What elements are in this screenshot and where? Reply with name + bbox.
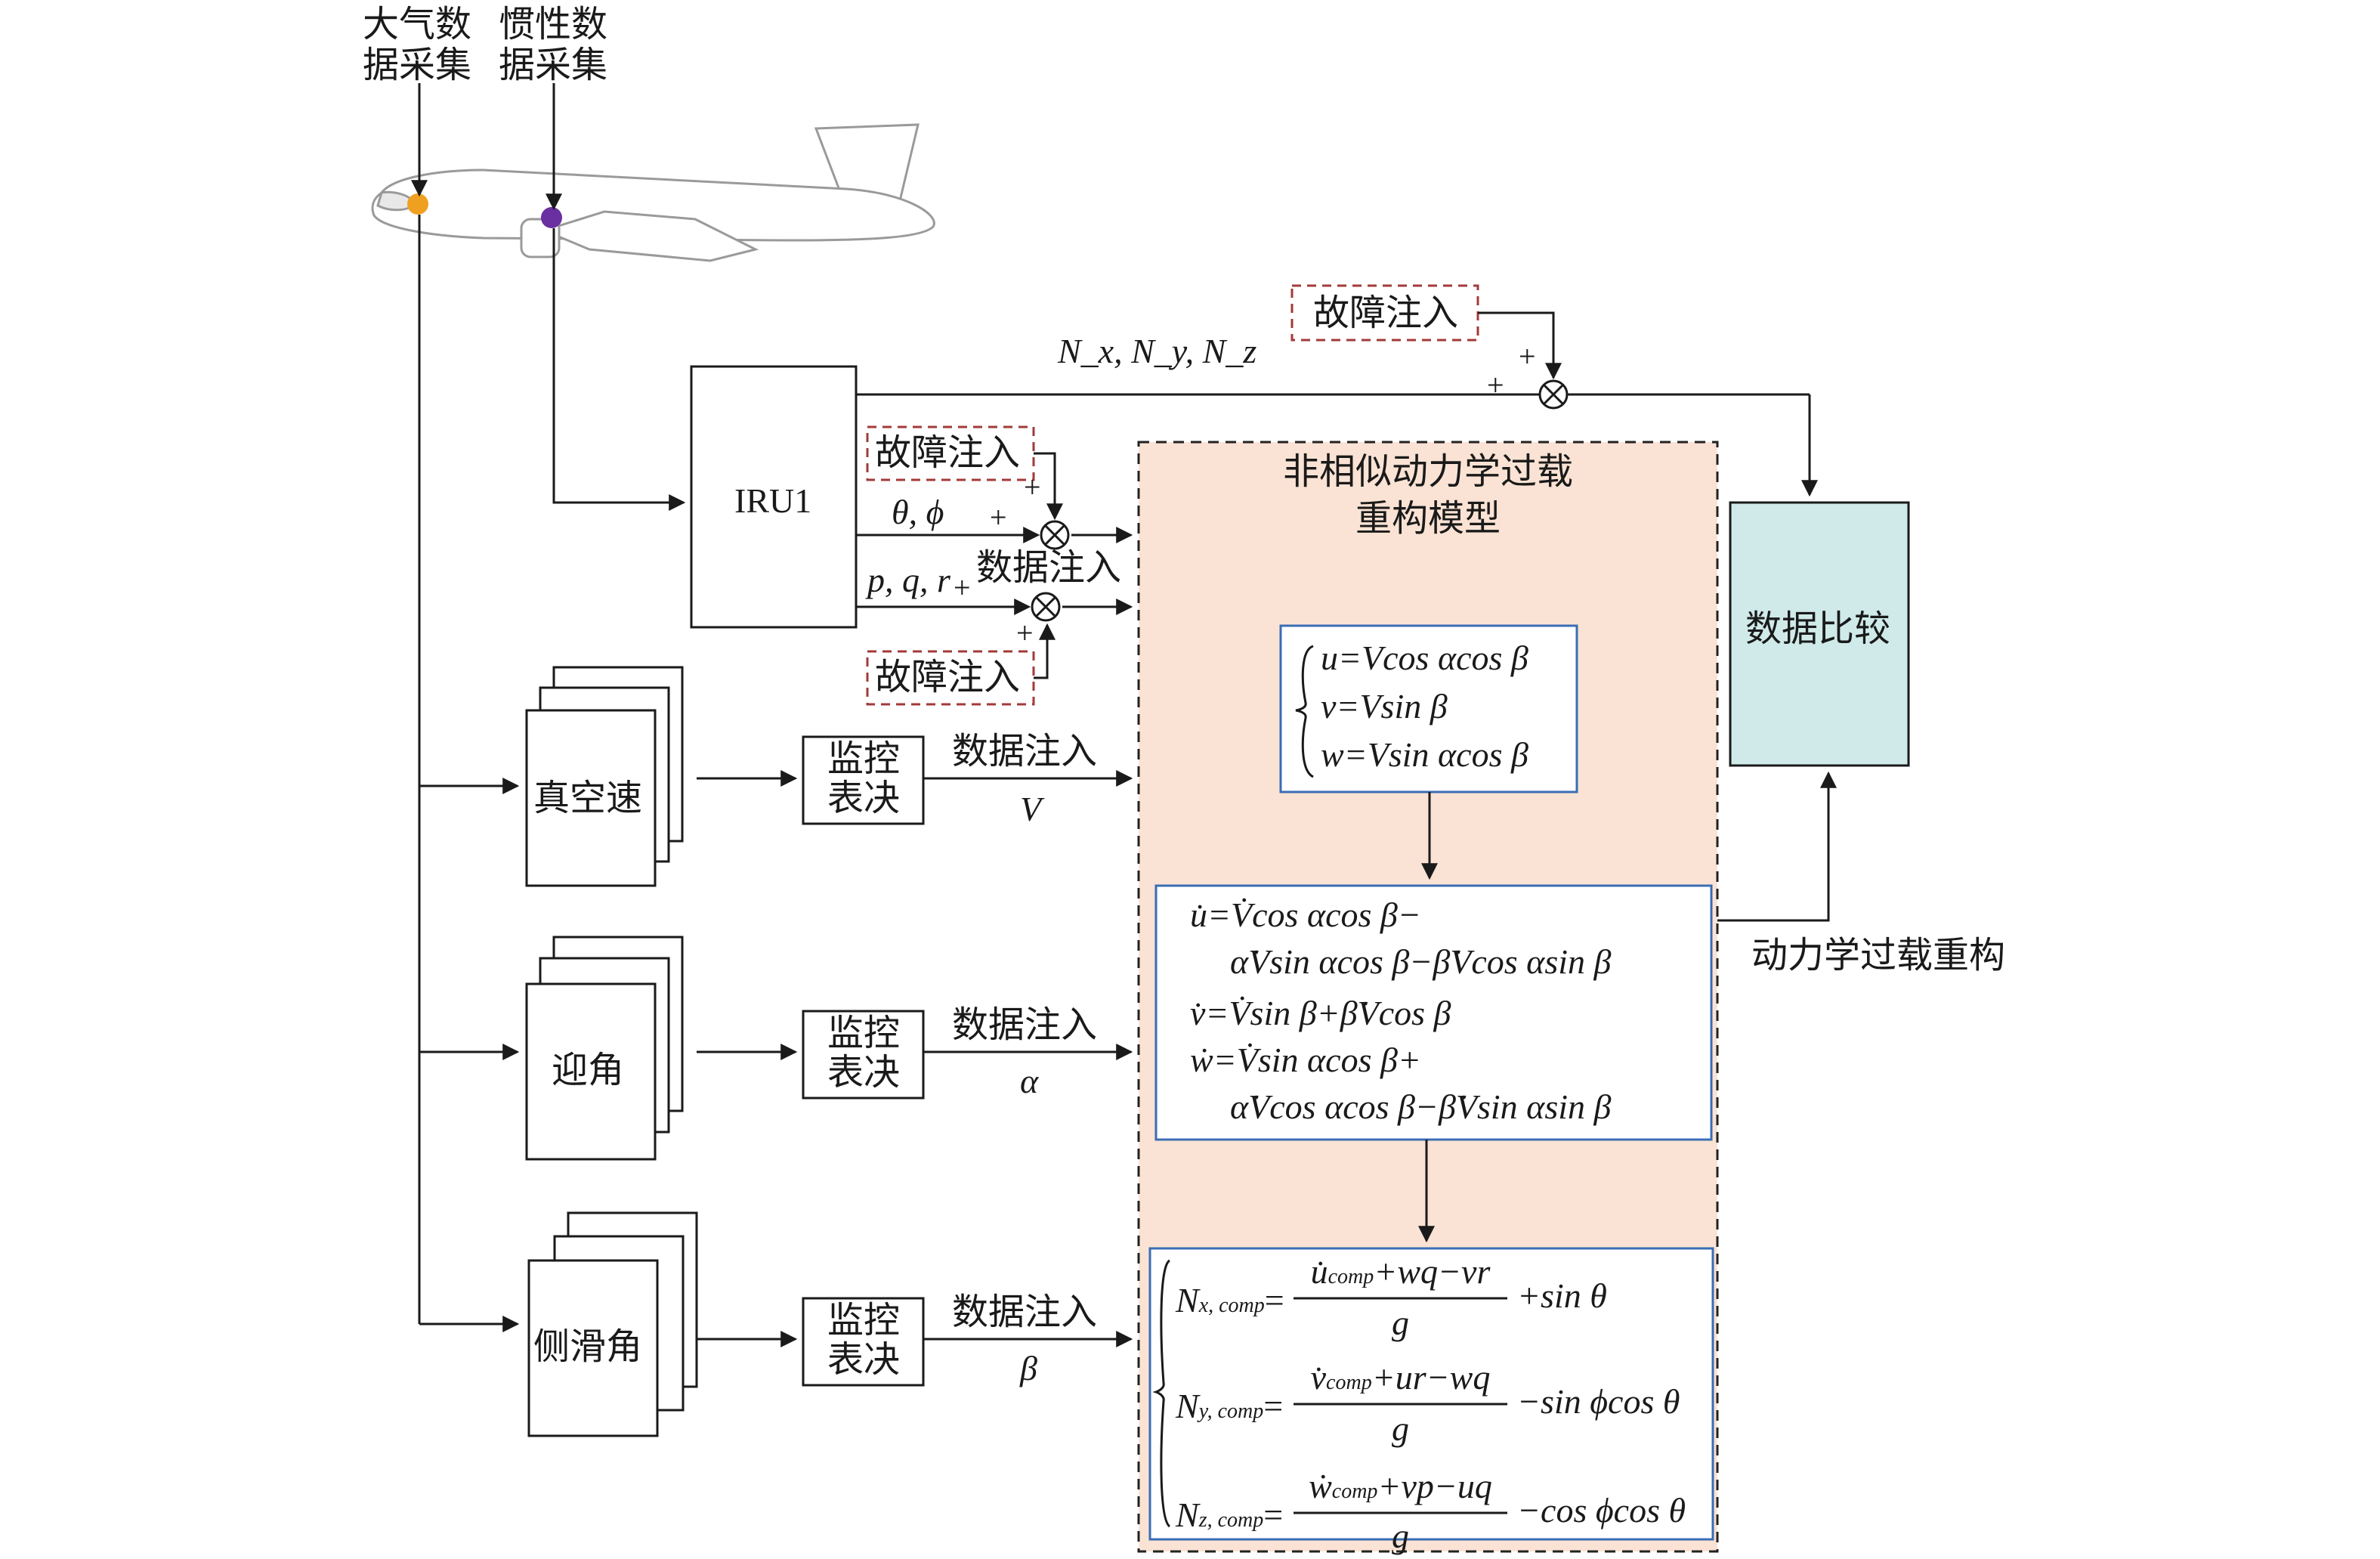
inertial-to-iru-arrow — [552, 228, 686, 511]
eq3-x-lhs-n: N — [1176, 1281, 1199, 1319]
eq1-line-2: v=Vsin β — [1321, 687, 1448, 725]
eq3-x-num-var: u̇ — [1310, 1252, 1328, 1291]
eq1-brace — [1295, 645, 1314, 778]
monitor-label-aoa: 监控 表决 — [827, 1012, 901, 1093]
air-data-trunk — [418, 215, 520, 1332]
plus-sign-attitude-left: + — [990, 500, 1007, 534]
eq3-y-den: g — [1392, 1409, 1409, 1448]
sensor-stack-sideslip — [527, 1211, 698, 1437]
iru-label: IRU1 — [734, 481, 812, 520]
fault-label-attitude: 故障注入 — [875, 432, 1021, 474]
sensor-stack-tas — [525, 666, 684, 887]
plus-sign-rates-left: + — [954, 571, 971, 605]
eq-box-2 — [1154, 884, 1713, 1141]
eq3-x-rhs: +sin θ — [1517, 1276, 1607, 1315]
signal-label-aoa: α — [1020, 1062, 1039, 1100]
eq-box-1 — [1279, 624, 1578, 793]
data-inject-label-rates: 数据注入 — [976, 546, 1122, 589]
eq3-x-lhs-sub: x, comp — [1198, 1294, 1265, 1317]
eq3-x-num-sub: comp — [1328, 1265, 1374, 1288]
eq3-y-rhs: −sin ϕcos θ — [1517, 1382, 1680, 1421]
eq3-x-eq: = — [1264, 1281, 1284, 1319]
load-signals-label: N_x, N_y, N_z — [1058, 334, 1256, 369]
plus-sign-top-up: + — [1519, 339, 1536, 373]
sensor-label-sideslip: 侧滑角 — [533, 1325, 643, 1368]
eq3-x-lhs: Nx, comp= — [1176, 1283, 1284, 1318]
eq3-z-num: ẇcomp+vp−uq — [1294, 1469, 1507, 1504]
monitor-label-sideslip: 监控 表决 — [827, 1299, 901, 1381]
eq1-line-1: u=Vcos αcos β — [1321, 639, 1528, 677]
sensor-flows — [697, 770, 1133, 1347]
attitude-path — [856, 452, 1133, 543]
eq3-z-num-rest: +vp−uq — [1377, 1467, 1492, 1505]
eq3-z-rhs: −cos ϕcos θ — [1517, 1491, 1686, 1530]
inertial-data-label: 惯性数 据采集 — [499, 3, 608, 86]
eq3-z-den: g — [1392, 1517, 1409, 1555]
eq3-y-eq: = — [1263, 1387, 1284, 1425]
sensor-label-aoa: 迎角 — [552, 1049, 625, 1091]
eq3-z-eq: = — [1263, 1496, 1284, 1534]
eq3-z-lhs: Nz, comp= — [1176, 1498, 1283, 1533]
monitor-box-sideslip — [802, 1297, 925, 1387]
inertial-data-sensor-dot — [541, 207, 562, 228]
model-title: 非相似动力学过载 重构模型 — [1282, 450, 1573, 540]
signal-label-tas: V — [1020, 790, 1042, 828]
eq3-y-num-rest: +ur−wq — [1371, 1358, 1491, 1397]
eq3-y-lhs-sub: y, comp — [1198, 1400, 1264, 1423]
signal-label-sideslip: β — [1020, 1349, 1037, 1387]
data-inject-label-tas: 数据注入 — [952, 730, 1098, 772]
attitude-signal-label: θ, ϕ — [892, 493, 944, 531]
airplane-icon — [371, 123, 935, 262]
monitor-box-tas — [802, 735, 925, 825]
eq3-x-den: g — [1392, 1304, 1409, 1342]
eq3-y-num-var: v̇ — [1310, 1358, 1327, 1397]
eq2-line-5: α̇Vcos αcos β−β̇Vsin αsin β — [1230, 1087, 1612, 1126]
iru-box — [690, 365, 858, 629]
compare-box — [1729, 501, 1910, 767]
eq3-y-lhs-n: N — [1176, 1387, 1199, 1425]
eq3-x-num-rest: +wq−vr — [1374, 1252, 1491, 1291]
data-inject-label-aoa: 数据注入 — [952, 1004, 1098, 1046]
air-data-label: 大气数 据采集 — [363, 3, 472, 86]
sensor-label-tas: 真空速 — [533, 777, 643, 819]
eq1-line-3: w=Vsin αcos β — [1321, 735, 1528, 774]
fault-label-top: 故障注入 — [1313, 292, 1459, 334]
eq2-line-2: α̇Vsin αcos β−β̇Vcos αsin β — [1230, 942, 1612, 981]
eq3-y-num: v̇comp+ur−wq — [1294, 1360, 1507, 1395]
monitor-box-aoa — [802, 1010, 925, 1100]
reconstruct-to-compare-arrow — [1717, 771, 1837, 922]
fault-box-rates — [866, 650, 1035, 706]
eq3-z-lhs-n: N — [1176, 1496, 1199, 1534]
eq2-line-3: v̇=V̇sin β+β̇Vcos β — [1190, 994, 1451, 1032]
rates-path — [856, 599, 1133, 679]
rates-signal-label: p, q, r — [867, 561, 950, 599]
plus-sign-rates-down: + — [1016, 616, 1034, 650]
eq2-line-1: u̇=V̇cos αcos β− — [1190, 895, 1421, 934]
eq3-y-num-sub: comp — [1326, 1371, 1372, 1394]
load-signals-text: N_x, N_y, N_z — [1058, 332, 1257, 370]
eq3-brace — [1152, 1259, 1171, 1528]
eq3-x-num: u̇comp+wq−vr — [1294, 1254, 1507, 1289]
compare-label: 数据比较 — [1745, 608, 1891, 650]
sensor-stack-aoa — [525, 936, 684, 1161]
eq-box-3 — [1148, 1247, 1714, 1541]
eq3-z-num-sub: comp — [1331, 1480, 1378, 1503]
reconstruct-label: 动力学过载重构 — [1751, 934, 2006, 976]
air-data-sensor-dot — [407, 193, 428, 215]
eq2-line-4: ẇ=V̇sin αcos β+ — [1190, 1041, 1421, 1079]
data-inject-label-sideslip: 数据注入 — [952, 1291, 1098, 1333]
eq3-z-num-var: ẇ — [1309, 1467, 1332, 1505]
monitor-label-tas: 监控 表决 — [827, 738, 901, 819]
eq3-y-lhs: Ny, comp= — [1176, 1389, 1283, 1424]
plus-sign-attitude-up: + — [1024, 470, 1041, 504]
fault-box-attitude — [866, 425, 1035, 481]
load-path — [856, 311, 1818, 497]
fault-label-rates: 故障注入 — [875, 656, 1021, 698]
eq3-z-lhs-sub: z, comp — [1198, 1508, 1264, 1532]
plus-sign-top-left: + — [1487, 368, 1504, 402]
